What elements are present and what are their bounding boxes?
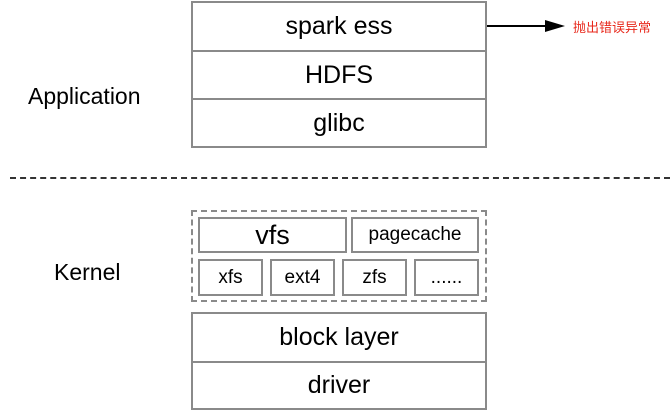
stack-row-hdfs: HDFS — [193, 50, 485, 98]
stack-row-glibc: glibc — [193, 98, 485, 146]
fs-box-more: ...... — [414, 259, 479, 296]
arrow-head-icon — [545, 20, 565, 32]
stack-row-spark-ess: spark ess — [285, 12, 393, 40]
stack-row-block-layer: block layer — [279, 323, 399, 351]
vfs-box: vfs — [198, 217, 347, 253]
kernel-lower-stack: block layer driver — [191, 312, 487, 410]
arrow-connector — [487, 20, 565, 32]
stack-row-driver: driver — [193, 361, 485, 408]
vfs-group-frame — [191, 210, 487, 302]
pagecache-box: pagecache — [351, 217, 479, 253]
kernel-layer-label: Kernel — [54, 259, 121, 285]
error-annotation: 抛出错误异常 — [573, 21, 652, 36]
fs-box-ext4: ext4 — [270, 259, 335, 296]
fs-box-zfs: zfs — [342, 259, 407, 296]
fs-box-xfs: xfs — [198, 259, 263, 296]
application-stack: spark ess HDFS glibc — [191, 1, 487, 148]
application-layer-label: Application — [28, 83, 141, 109]
user-kernel-divider — [10, 177, 670, 179]
